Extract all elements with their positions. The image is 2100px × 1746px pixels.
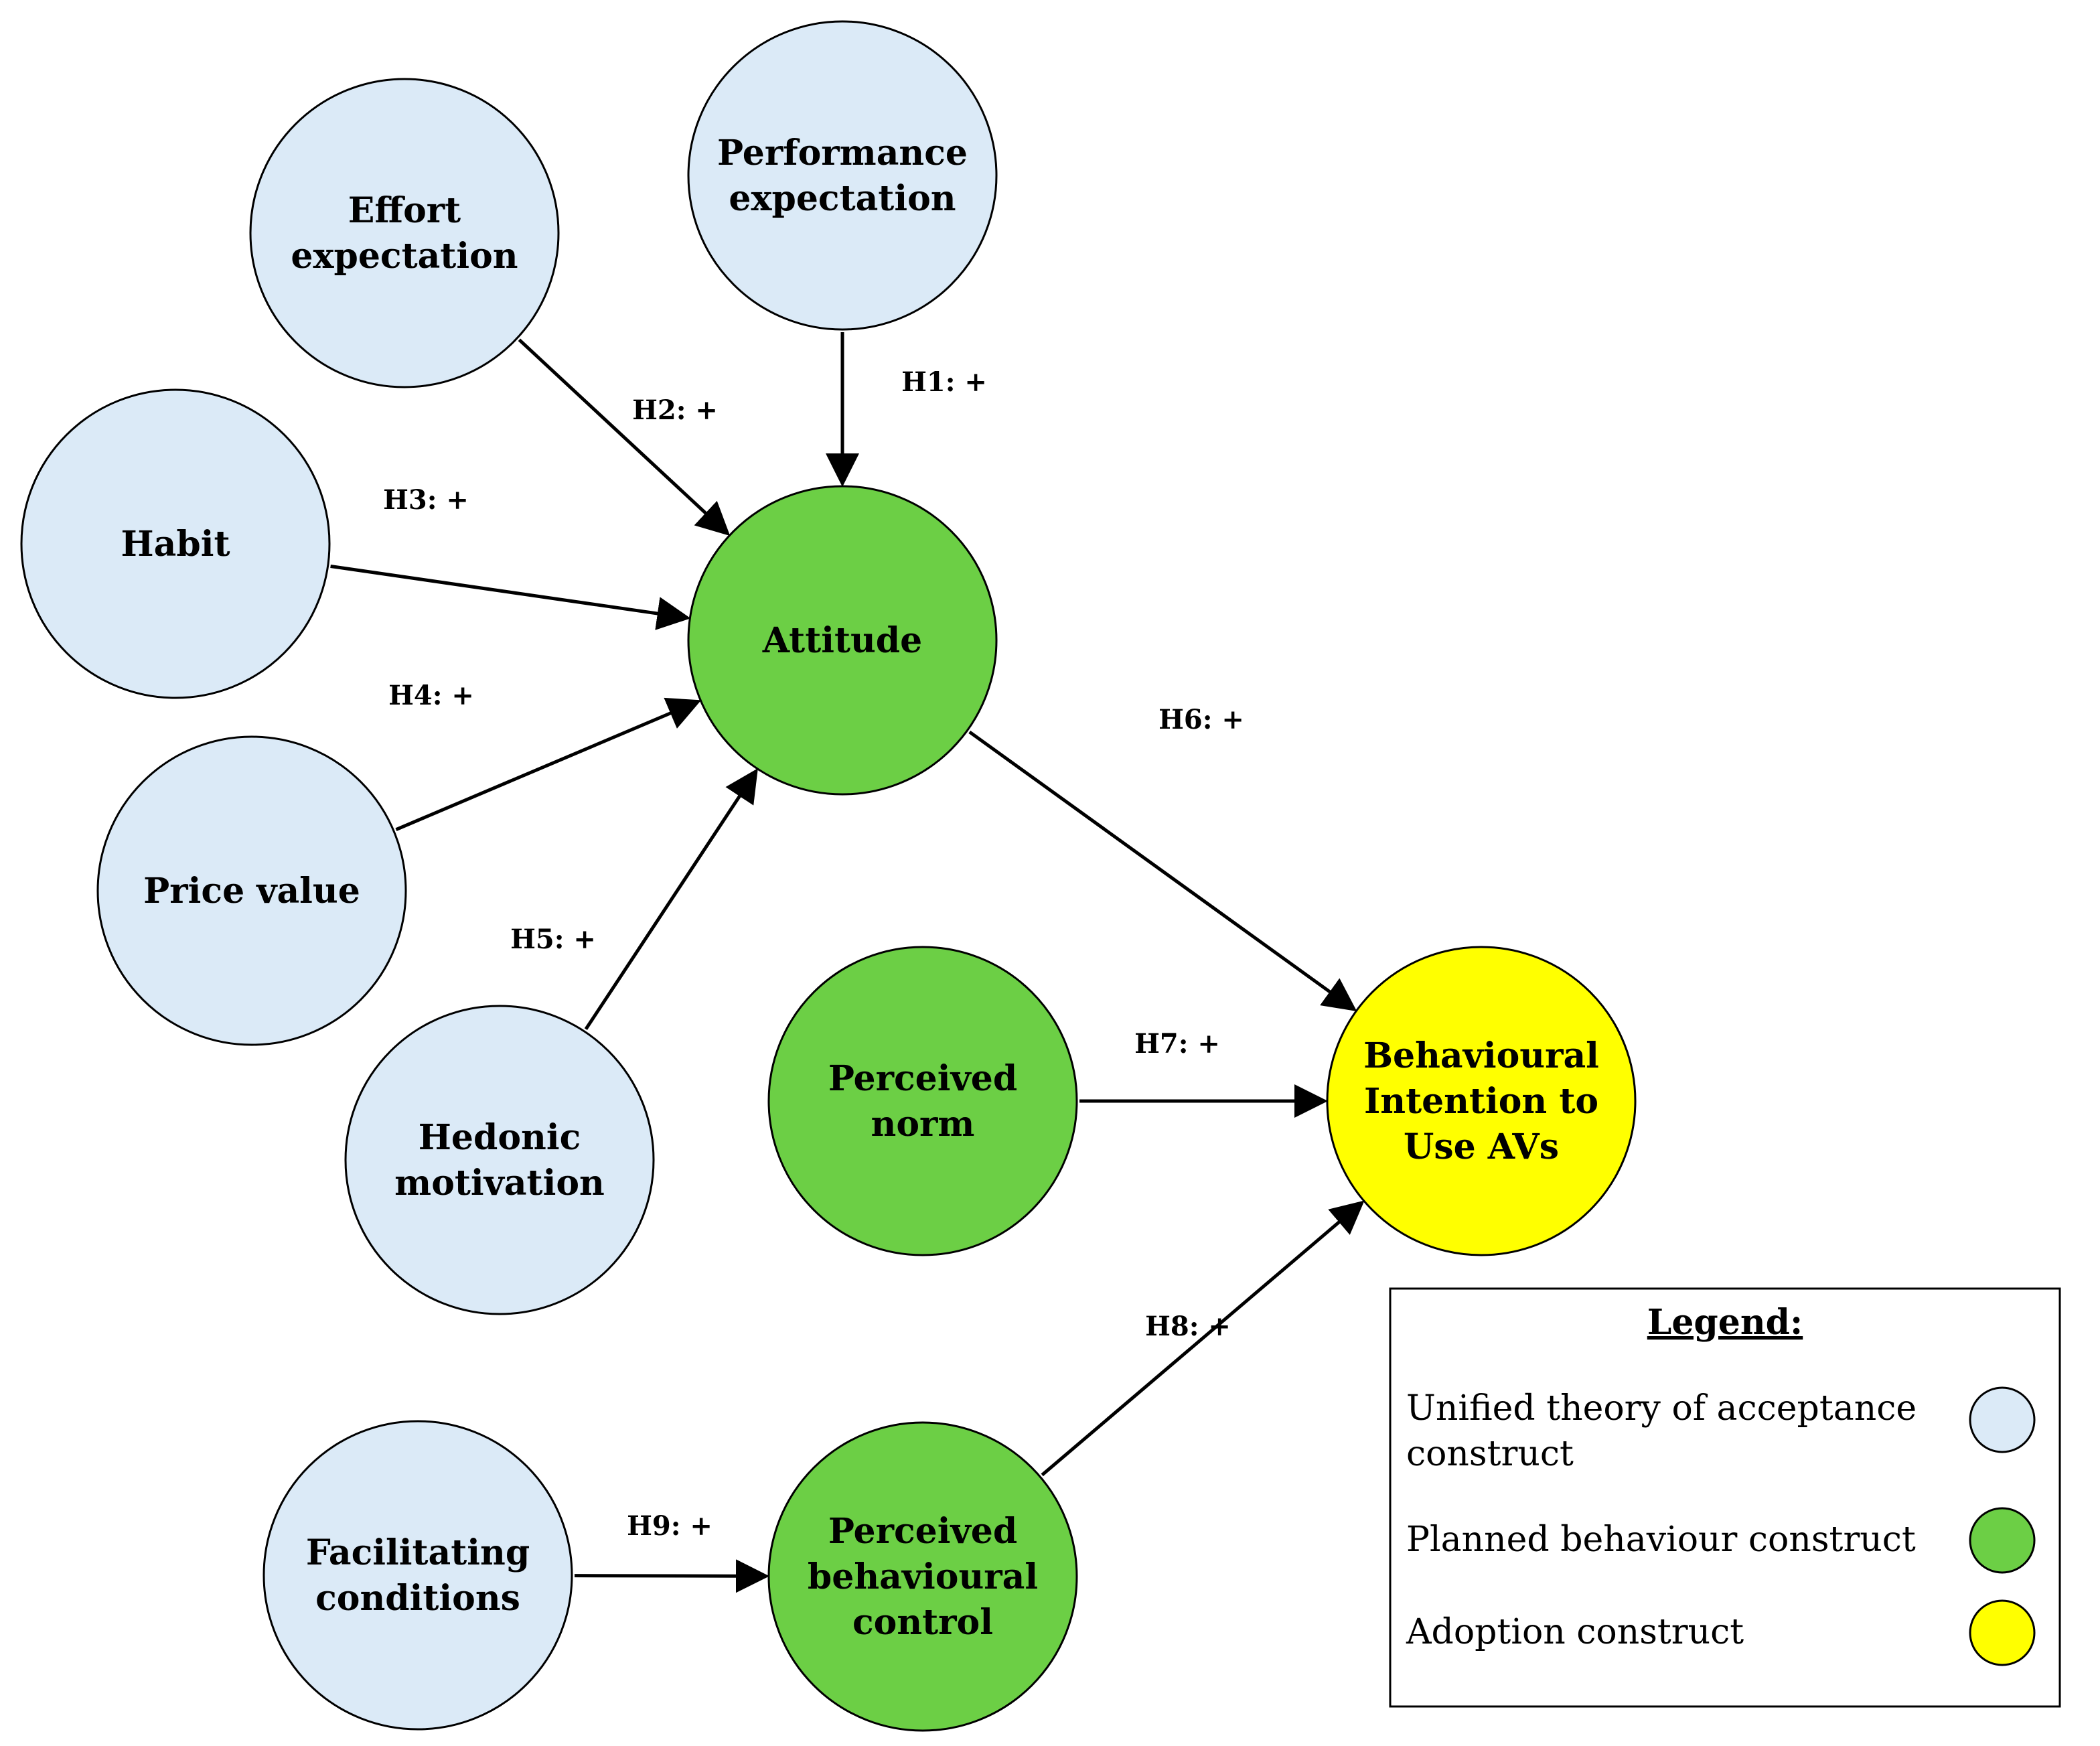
edge-facilitating-to-pbc xyxy=(574,1559,770,1593)
node-hedonic: Hedonic motivation xyxy=(344,1005,655,1315)
node-circle-intention xyxy=(1326,946,1637,1256)
edge-label-hedonic-to-attitude: H5: + xyxy=(510,924,596,955)
node-label-hedonic-line-2: motivation xyxy=(394,1163,605,1204)
node-label-pbc-line-3: control xyxy=(852,1602,993,1643)
legend-item-adoption: Adoption construct xyxy=(1406,1599,2036,1666)
edge-hedonic-to-attitude xyxy=(584,768,758,1031)
node-habit: Habit xyxy=(20,388,331,699)
node-label-facilitating-line-1: Facilitating xyxy=(306,1532,530,1573)
node-effort: Effort expectation xyxy=(249,78,560,388)
node-circle-price xyxy=(96,735,407,1046)
edge-label-facilitating-to-pbc: H9: + xyxy=(627,1510,712,1542)
node-label-norm-line-2: norm xyxy=(871,1104,975,1145)
node-circle-pbc xyxy=(767,1421,1078,1732)
node-label-intention-line-1: Behavioural xyxy=(1363,1035,1599,1076)
legend-title: Legend: xyxy=(1647,1302,1803,1343)
node-label-facilitating-line-2: conditions xyxy=(315,1578,520,1619)
node-label-attitude-line-1: Attitude xyxy=(762,620,923,661)
legend-label-planned-line-1: Planned behaviour construct xyxy=(1406,1520,1916,1560)
node-norm: Perceived norm xyxy=(767,946,1078,1256)
edge-label-norm-to-intention: H7: + xyxy=(1134,1028,1220,1060)
node-circle-habit xyxy=(20,388,331,699)
edge-pbc-to-intention xyxy=(1041,1200,1365,1477)
legend-label-utaut-line-1: Unified theory of acceptance xyxy=(1406,1388,1917,1429)
node-label-effort-line-1: Effort xyxy=(348,190,461,231)
node-label-effort-line-2: expectation xyxy=(291,236,518,277)
edge-attitude-to-intention xyxy=(968,730,1357,1012)
legend-swatch-utaut xyxy=(1969,1386,2036,1453)
edges-layer: H1: + H2: + H3: + H4: + H5: + H6: + H7: + H8: +… xyxy=(330,332,1365,1593)
node-attitude: Attitude xyxy=(687,485,998,796)
node-label-performance-line-2: expectation xyxy=(729,178,956,219)
legend-label-adoption-line-1: Adoption construct xyxy=(1406,1612,1744,1652)
node-label-hedonic-line-1: Hedonic xyxy=(419,1117,581,1158)
legend-item-planned: Planned behaviour construct xyxy=(1406,1507,2036,1574)
edge-habit-to-attitude xyxy=(330,565,691,630)
legend-swatch-adoption xyxy=(1969,1599,2036,1666)
node-label-performance-line-1: Performance xyxy=(717,133,968,173)
node-label-norm-line-1: Perceived xyxy=(828,1058,1017,1099)
edge-label-attitude-to-intention: H6: + xyxy=(1158,704,1244,735)
node-performance: Performance expectation xyxy=(687,20,998,331)
edge-label-price-to-attitude: H4: + xyxy=(388,680,474,711)
node-circle-hedonic xyxy=(344,1005,655,1315)
node-label-intention-line-3: Use AVs xyxy=(1404,1126,1559,1167)
node-label-intention-line-2: Intention to xyxy=(1364,1081,1598,1122)
legend-label-utaut-line-2: construct xyxy=(1406,1434,1574,1474)
node-circle-effort xyxy=(249,78,560,388)
node-circle-norm xyxy=(767,946,1078,1256)
node-circle-facilitating xyxy=(262,1420,573,1731)
node-label-price-line-1: Price value xyxy=(143,871,360,912)
node-label-pbc-line-2: behavioural xyxy=(808,1556,1038,1597)
node-label-habit-line-1: Habit xyxy=(121,524,230,565)
node-circle-performance xyxy=(687,20,998,331)
edge-label-effort-to-attitude: H2: + xyxy=(632,394,718,426)
edge-label-performance-to-attitude: H1: + xyxy=(901,366,987,398)
legend-items: Unified theory of acceptance constructPla… xyxy=(1406,1386,2036,1666)
node-circle-attitude xyxy=(687,485,998,796)
edge-label-pbc-to-intention: H8: + xyxy=(1145,1311,1231,1342)
node-facilitating: Facilitating conditions xyxy=(262,1420,573,1731)
node-label-pbc-line-1: Perceived xyxy=(828,1511,1017,1552)
legend: Legend: Unified theory of acceptance cons… xyxy=(1389,1287,2061,1708)
edge-price-to-attitude xyxy=(395,697,702,831)
nodes-layer: Performance expectation Effort expectationH… xyxy=(20,20,1637,1732)
legend-swatch-planned xyxy=(1969,1507,2036,1574)
node-price: Price value xyxy=(96,735,407,1046)
edge-label-habit-to-attitude: H3: + xyxy=(383,484,469,516)
edge-effort-to-attitude xyxy=(518,338,731,536)
legend-box xyxy=(1389,1287,2061,1708)
legend-item-utaut: Unified theory of acceptance construct xyxy=(1406,1386,2036,1474)
